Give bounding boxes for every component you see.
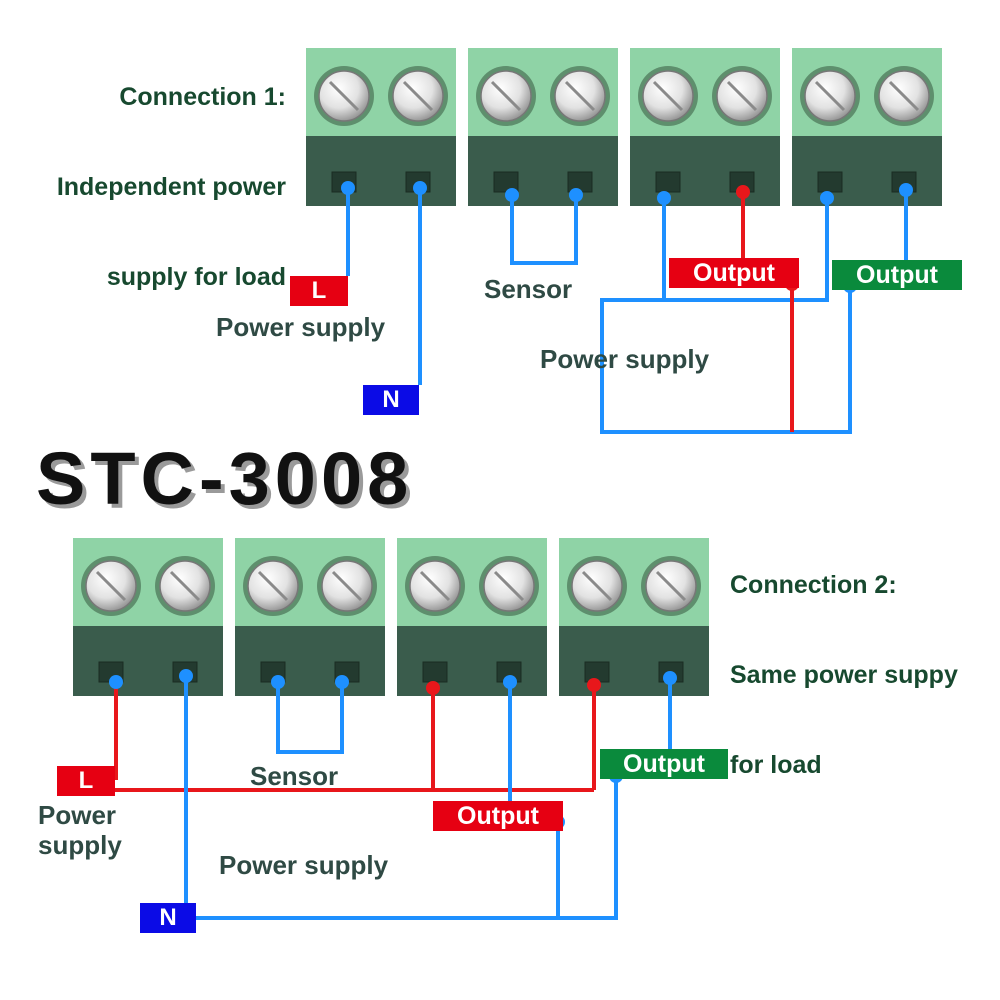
connection1-heading-line: Independent power — [56, 173, 286, 201]
c1-output-red-tag: Output — [669, 258, 799, 288]
c1-wire-load-loop — [600, 198, 852, 434]
terminal-dot — [657, 191, 671, 205]
screw-slot — [331, 570, 363, 602]
terminal-block — [235, 538, 385, 696]
screw-slot — [493, 570, 525, 602]
terminal-block — [73, 538, 223, 696]
terminal-block — [468, 48, 618, 206]
c2-L-tag: L — [57, 766, 115, 796]
terminal-dot — [663, 671, 677, 685]
screw-slot — [490, 80, 522, 112]
terminal-dot — [426, 681, 440, 695]
screw-slot — [95, 570, 127, 602]
screw-slot — [814, 80, 846, 112]
connection1-heading-line: Connection 1: — [119, 83, 286, 111]
screw-slot — [419, 570, 451, 602]
screw-slot — [328, 80, 360, 112]
terminal-base — [397, 626, 547, 696]
screw-slot — [655, 570, 687, 602]
c1-output-green-tag: Output — [832, 260, 962, 290]
c2-wire-N — [184, 676, 196, 920]
terminal-block — [306, 48, 456, 206]
terminal-base — [73, 626, 223, 696]
terminal-base — [630, 136, 780, 206]
c2-sensor-label: Sensor — [250, 761, 339, 791]
c1-N-tag: N — [363, 385, 419, 415]
terminal-blocks — [73, 48, 942, 696]
c2-power-supply-left-label: Power supply — [38, 800, 122, 860]
screw-slot — [888, 80, 920, 112]
connection2-heading-line: Connection 2: — [730, 571, 897, 599]
wire-entry-hole — [655, 171, 681, 193]
c2-wire-sensor — [276, 682, 344, 754]
connection1-heading-line: supply for load — [106, 263, 286, 291]
screw-slot — [652, 80, 684, 112]
terminal-block — [559, 538, 709, 696]
terminal-base — [792, 136, 942, 206]
terminal-dot — [505, 188, 519, 202]
terminal-dot — [587, 678, 601, 692]
terminal-base — [559, 626, 709, 696]
terminal-dot — [271, 675, 285, 689]
c2-output-green-tag: Output — [600, 749, 728, 779]
c2-wire-N-bus — [196, 776, 618, 920]
c2-N-tag: N — [140, 903, 196, 933]
terminal-dot — [820, 191, 834, 205]
terminal-dot — [569, 188, 583, 202]
terminal-dot — [109, 675, 123, 689]
screw-slot — [257, 570, 289, 602]
terminal-block — [630, 48, 780, 206]
terminal-block — [397, 538, 547, 696]
wire-entry-hole — [422, 661, 448, 683]
connection2-heading: Connection 2: Same power suppy for load — [730, 510, 958, 810]
screw-slot — [402, 80, 434, 112]
terminal-base — [306, 136, 456, 206]
c1-power-supply-label: Power supply — [216, 312, 386, 342]
model-title: STC-3008 — [36, 437, 414, 520]
screw-slot — [581, 570, 613, 602]
terminal-dot — [899, 183, 913, 197]
c1-power-supply-load-label: Power supply — [540, 344, 710, 374]
screw-slot — [564, 80, 596, 112]
connection2-heading-line: Same power suppy — [730, 661, 958, 689]
terminal-base — [235, 626, 385, 696]
c1-wire-load-link — [664, 198, 829, 302]
wire-entry-hole — [817, 171, 843, 193]
c2-output-red-tag: Output — [433, 801, 563, 831]
terminal-dot — [503, 675, 517, 689]
terminal-block — [792, 48, 942, 206]
connection1-heading: Connection 1: Independent power supply f… — [14, 22, 286, 322]
terminal-dot — [341, 181, 355, 195]
terminal-base — [468, 136, 618, 206]
screw-slot — [169, 570, 201, 602]
c1-sensor-label: Sensor — [484, 274, 573, 304]
screw-slot — [726, 80, 758, 112]
c1-wire-sensor — [510, 190, 578, 265]
wire-entry-hole — [567, 171, 593, 193]
c2-power-supply-mid-label: Power supply — [219, 850, 389, 880]
terminal-dot — [736, 185, 750, 199]
c1-L-tag: L — [290, 276, 348, 306]
terminal-dot — [179, 669, 193, 683]
connection2-heading-line: for load — [730, 751, 822, 779]
terminal-dot — [335, 675, 349, 689]
terminal-dot — [413, 181, 427, 195]
